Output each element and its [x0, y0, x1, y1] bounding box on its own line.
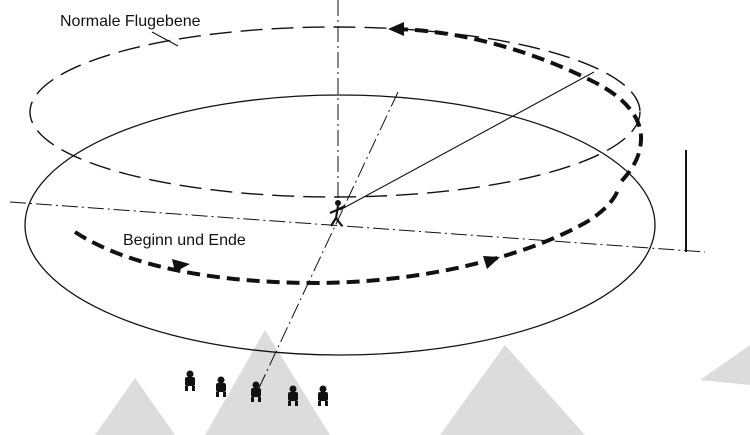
- upper-flight-path: [394, 27, 644, 187]
- normal-flight-plane-ellipse: [29, 26, 641, 198]
- lower-path-arrow-left: [172, 259, 190, 272]
- normal-flight-plane-leader: [151, 31, 179, 47]
- upper-path-arrow: [388, 22, 404, 36]
- judge-figure: [318, 385, 328, 406]
- lower-flight-path: [73, 189, 620, 286]
- watermark: [95, 330, 750, 435]
- horizontal-axis: [9, 201, 706, 253]
- judge-figure: [216, 376, 226, 397]
- normal-flight-plane-label: Normale Flugebene: [60, 13, 201, 30]
- judge-figure: [251, 381, 261, 402]
- judge-figure: [288, 385, 298, 406]
- lower-flight-plane-ellipse: [24, 94, 656, 356]
- judges-group: [185, 370, 328, 406]
- control-line: [339, 71, 595, 211]
- pilot-figure: [329, 200, 346, 227]
- start-end-label: Beginn und Ende: [123, 232, 246, 249]
- lower-path-arrow-right: [483, 256, 500, 269]
- judges-sight-line: [257, 91, 399, 391]
- judge-figure: [185, 370, 195, 391]
